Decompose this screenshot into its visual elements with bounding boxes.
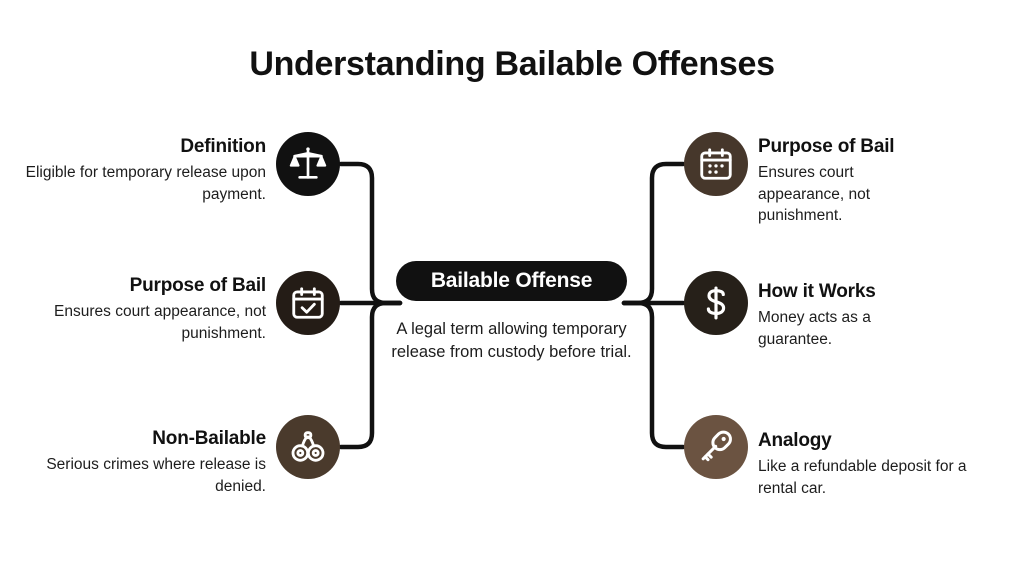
- center-node-label: Bailable Offense: [430, 269, 593, 292]
- handcuffs-icon[interactable]: [276, 415, 340, 479]
- branch-left-purpose-of-bail: Purpose of Bail Ensures court appearance…: [0, 275, 266, 344]
- key-icon[interactable]: [684, 415, 748, 479]
- branch-left-definition: Definition Eligible for temporary releas…: [0, 136, 267, 205]
- branch-right-how-it-works: How it Works Money acts as a guarantee.: [758, 281, 1020, 350]
- branch-heading: Purpose of Bail: [758, 136, 895, 157]
- branch-description: Money acts as a guarantee.: [758, 309, 871, 348]
- dollar-sign-icon[interactable]: [684, 271, 748, 335]
- calendar-check-icon[interactable]: [276, 271, 340, 335]
- center-description: A legal term allowing temporary release …: [391, 320, 632, 361]
- wire-right-top: [621, 161, 686, 306]
- branch-heading: Definition: [180, 136, 266, 157]
- wire-right-bottom: [621, 300, 686, 450]
- branch-description: Serious crimes where release is denied.: [46, 456, 266, 495]
- branch-heading: How it Works: [758, 281, 876, 302]
- branch-heading: Non-Bailable: [152, 428, 266, 449]
- scales-of-justice-icon[interactable]: [276, 132, 340, 196]
- branch-heading: Analogy: [758, 430, 832, 451]
- branch-right-analogy: Analogy Like a refundable deposit for a …: [758, 430, 1024, 499]
- calendar-dots-icon[interactable]: [684, 132, 748, 196]
- center-node[interactable]: Bailable Offense: [396, 261, 627, 301]
- branch-description: Eligible for temporary release upon paym…: [25, 164, 266, 203]
- page-title: Understanding Bailable Offenses: [249, 45, 775, 83]
- wire-left-top: [338, 161, 403, 306]
- branch-description: Ensures court appearance, not punishment…: [758, 164, 871, 224]
- branch-heading: Purpose of Bail: [129, 275, 267, 296]
- branch-left-non-bailable: Non-Bailable Serious crimes where releas…: [0, 428, 266, 497]
- wire-left-bottom: [338, 300, 403, 450]
- branch-right-purpose-of-bail: Purpose of Bail Ensures court appearance…: [758, 136, 1020, 227]
- branch-description: Like a refundable deposit for a rental c…: [758, 458, 967, 497]
- branch-description: Ensures court appearance, not punishment…: [54, 303, 266, 342]
